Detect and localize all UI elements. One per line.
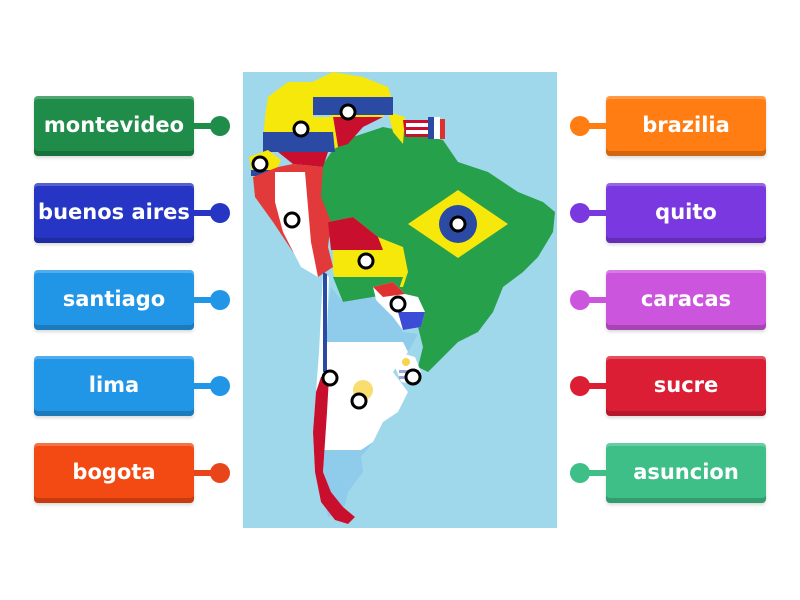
connector-line: [194, 297, 214, 303]
drop-pin-bolivia[interactable]: [357, 252, 375, 270]
answer-tile-lima[interactable]: lima: [34, 356, 194, 416]
drop-pin-chile[interactable]: [321, 369, 339, 387]
tile-label: brazilia: [642, 113, 730, 137]
tile-label: santiago: [62, 287, 166, 311]
drop-pin-argentina[interactable]: [350, 392, 368, 410]
tile-label: caracas: [640, 287, 732, 311]
connector-dot-icon[interactable]: [570, 463, 590, 483]
connector-dot-icon[interactable]: [210, 376, 230, 396]
answer-tile-montevideo[interactable]: montevideo: [34, 96, 194, 156]
connector-line: [586, 210, 606, 216]
south-america-map: [243, 72, 557, 528]
connector-dot-icon[interactable]: [210, 116, 230, 136]
drop-pin-ecuador[interactable]: [251, 155, 269, 173]
connector-dot-icon[interactable]: [570, 116, 590, 136]
connector-line: [194, 123, 214, 129]
answer-tile-quito[interactable]: quito: [606, 183, 766, 243]
drop-pin-brazil[interactable]: [449, 215, 467, 233]
connector-line: [586, 383, 606, 389]
drop-pin-paraguay[interactable]: [389, 295, 407, 313]
connector-dot-icon[interactable]: [570, 203, 590, 223]
tile-label: bogota: [72, 460, 156, 484]
answer-tile-caracas[interactable]: caracas: [606, 270, 766, 330]
connector-dot-icon[interactable]: [210, 203, 230, 223]
flag-map-graphic: [249, 72, 555, 524]
tile-label: asuncion: [633, 460, 739, 484]
answer-tile-santiago[interactable]: santiago: [34, 270, 194, 330]
answer-tile-buenos-aires[interactable]: buenos aires: [34, 183, 194, 243]
tile-label: buenos aires: [38, 200, 190, 224]
tile-label: sucre: [653, 373, 719, 397]
tile-label: quito: [655, 200, 717, 224]
drop-pin-uruguay[interactable]: [404, 368, 422, 386]
connector-dot-icon[interactable]: [570, 376, 590, 396]
drop-pin-colombia[interactable]: [292, 120, 310, 138]
answer-tile-brazilia[interactable]: brazilia: [606, 96, 766, 156]
connector-line: [586, 123, 606, 129]
connector-line: [194, 470, 214, 476]
connector-dot-icon[interactable]: [210, 463, 230, 483]
connector-line: [194, 383, 214, 389]
answer-tile-sucre[interactable]: sucre: [606, 356, 766, 416]
connector-line: [586, 470, 606, 476]
connector-dot-icon[interactable]: [570, 290, 590, 310]
tile-label: montevideo: [43, 113, 185, 137]
answer-tile-asuncion[interactable]: asuncion: [606, 443, 766, 503]
tile-label: lima: [88, 373, 140, 397]
drop-pin-venezuela[interactable]: [339, 103, 357, 121]
connector-dot-icon[interactable]: [210, 290, 230, 310]
answer-tile-bogota[interactable]: bogota: [34, 443, 194, 503]
connector-line: [586, 297, 606, 303]
drop-pin-peru[interactable]: [283, 211, 301, 229]
connector-line: [194, 210, 214, 216]
